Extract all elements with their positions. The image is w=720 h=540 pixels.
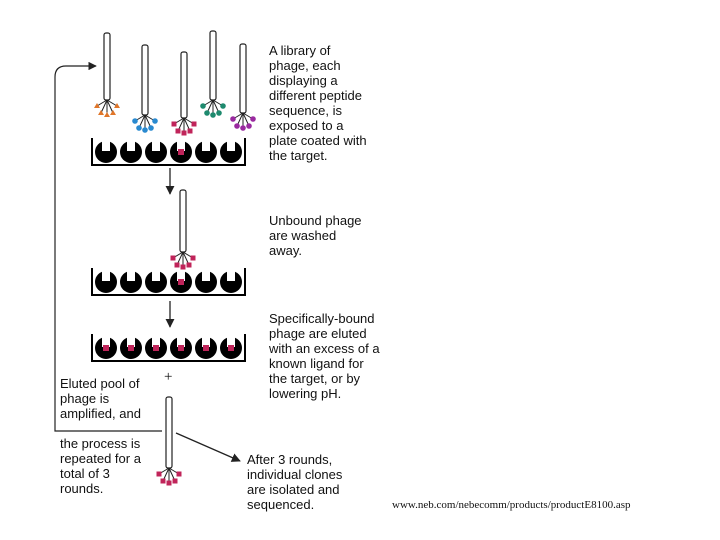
- target-well-icon: [170, 271, 192, 293]
- plate-frame: [91, 138, 246, 166]
- peptide-icon: [216, 110, 222, 116]
- phage-magenta: [171, 51, 197, 136]
- peptide-icon: [142, 127, 148, 133]
- peptide-icon: [114, 103, 120, 108]
- phage-purple: [230, 43, 256, 131]
- phage-bound: [170, 189, 196, 270]
- peptide-icon: [175, 128, 181, 134]
- peptide-icon: [176, 471, 182, 477]
- target-well-icon: [220, 141, 242, 163]
- caption-pool-amplified: Eluted pool of phage is amplified, and: [60, 376, 141, 421]
- target-well-icon: [195, 271, 217, 293]
- target-well-icon: [145, 141, 167, 163]
- peptide-icon: [191, 121, 197, 127]
- cycle-return-line: [54, 61, 162, 432]
- arrow-to-sequencing-icon: [175, 432, 241, 462]
- peptide-icon: [170, 255, 176, 261]
- bound-peptide-icon: [178, 345, 184, 351]
- phage-blue: [132, 44, 158, 133]
- phage-orange: [94, 32, 120, 117]
- bound-peptide-icon: [178, 149, 184, 155]
- peptide-icon: [132, 118, 138, 124]
- peptide-icon: [156, 471, 162, 477]
- peptide-icon: [98, 110, 104, 115]
- peptide-icon: [172, 478, 178, 484]
- arrow-group: [165, 168, 241, 462]
- peptide-icon: [171, 121, 177, 127]
- peptide-icon: [166, 480, 172, 486]
- peptide-icon: [136, 125, 142, 131]
- plate-frame: [91, 268, 246, 296]
- peptide-icon: [220, 103, 226, 109]
- bound-peptide-icon: [178, 279, 184, 285]
- bound-peptide-icon: [153, 345, 159, 351]
- cycle-arrow-icon: [54, 61, 162, 432]
- bound-peptide-icon: [203, 345, 209, 351]
- target-well-icon: [145, 271, 167, 293]
- target-well-icon: [220, 271, 242, 293]
- peptide-icon: [204, 110, 210, 116]
- target-well-icon: [170, 337, 192, 359]
- plate-group: [91, 138, 246, 362]
- target-well-icon: [120, 141, 142, 163]
- peptide-icon: [152, 118, 158, 124]
- peptide-icon: [148, 125, 154, 131]
- plus-sign: +: [164, 369, 173, 385]
- target-well-icon: [120, 271, 142, 293]
- caption-eluted: Specifically-bound phage are eluted with…: [269, 311, 380, 401]
- peptide-icon: [250, 116, 256, 122]
- peptide-icon: [160, 478, 166, 484]
- peptide-icon: [187, 128, 193, 134]
- caption-after-rounds: After 3 rounds, individual clones are is…: [247, 452, 343, 512]
- target-well-icon: [95, 271, 117, 293]
- caption-pool-repeated: the process is repeated for a total of 3…: [60, 436, 141, 496]
- peptide-icon: [246, 123, 252, 129]
- phage-group: [94, 30, 256, 486]
- plate-eluted: [91, 334, 246, 362]
- phage-amplified: [156, 396, 182, 486]
- peptide-icon: [240, 125, 246, 131]
- peptide-icon: [210, 112, 216, 118]
- target-well-icon: [170, 141, 192, 163]
- peptide-icon: [104, 112, 110, 117]
- target-well-icon: [195, 337, 217, 359]
- target-well-icon: [120, 337, 142, 359]
- phage-green: [200, 30, 226, 118]
- plate-frame: [91, 334, 246, 362]
- peptide-icon: [181, 130, 187, 136]
- source-url: www.neb.com/nebecomm/products/productE81…: [392, 499, 631, 511]
- bound-peptide-icon: [228, 345, 234, 351]
- target-well-icon: [195, 141, 217, 163]
- bound-peptide-icon: [103, 345, 109, 351]
- peptide-icon: [190, 255, 196, 261]
- peptide-icon: [186, 262, 192, 268]
- peptide-icon: [200, 103, 206, 109]
- peptide-icon: [180, 264, 186, 270]
- target-well-icon: [95, 141, 117, 163]
- target-well-icon: [220, 337, 242, 359]
- peptide-icon: [230, 116, 236, 122]
- peptide-icon: [94, 103, 100, 108]
- peptide-icon: [174, 262, 180, 268]
- caption-unbound: Unbound phage are washed away.: [269, 213, 362, 258]
- plate-after-wash: [91, 268, 246, 296]
- plate-target-coated: [91, 138, 246, 166]
- peptide-icon: [110, 110, 116, 115]
- target-well-icon: [95, 337, 117, 359]
- caption-library: A library of phage, each displaying a di…: [269, 43, 367, 163]
- peptide-icon: [234, 123, 240, 129]
- bound-peptide-icon: [128, 345, 134, 351]
- target-well-icon: [145, 337, 167, 359]
